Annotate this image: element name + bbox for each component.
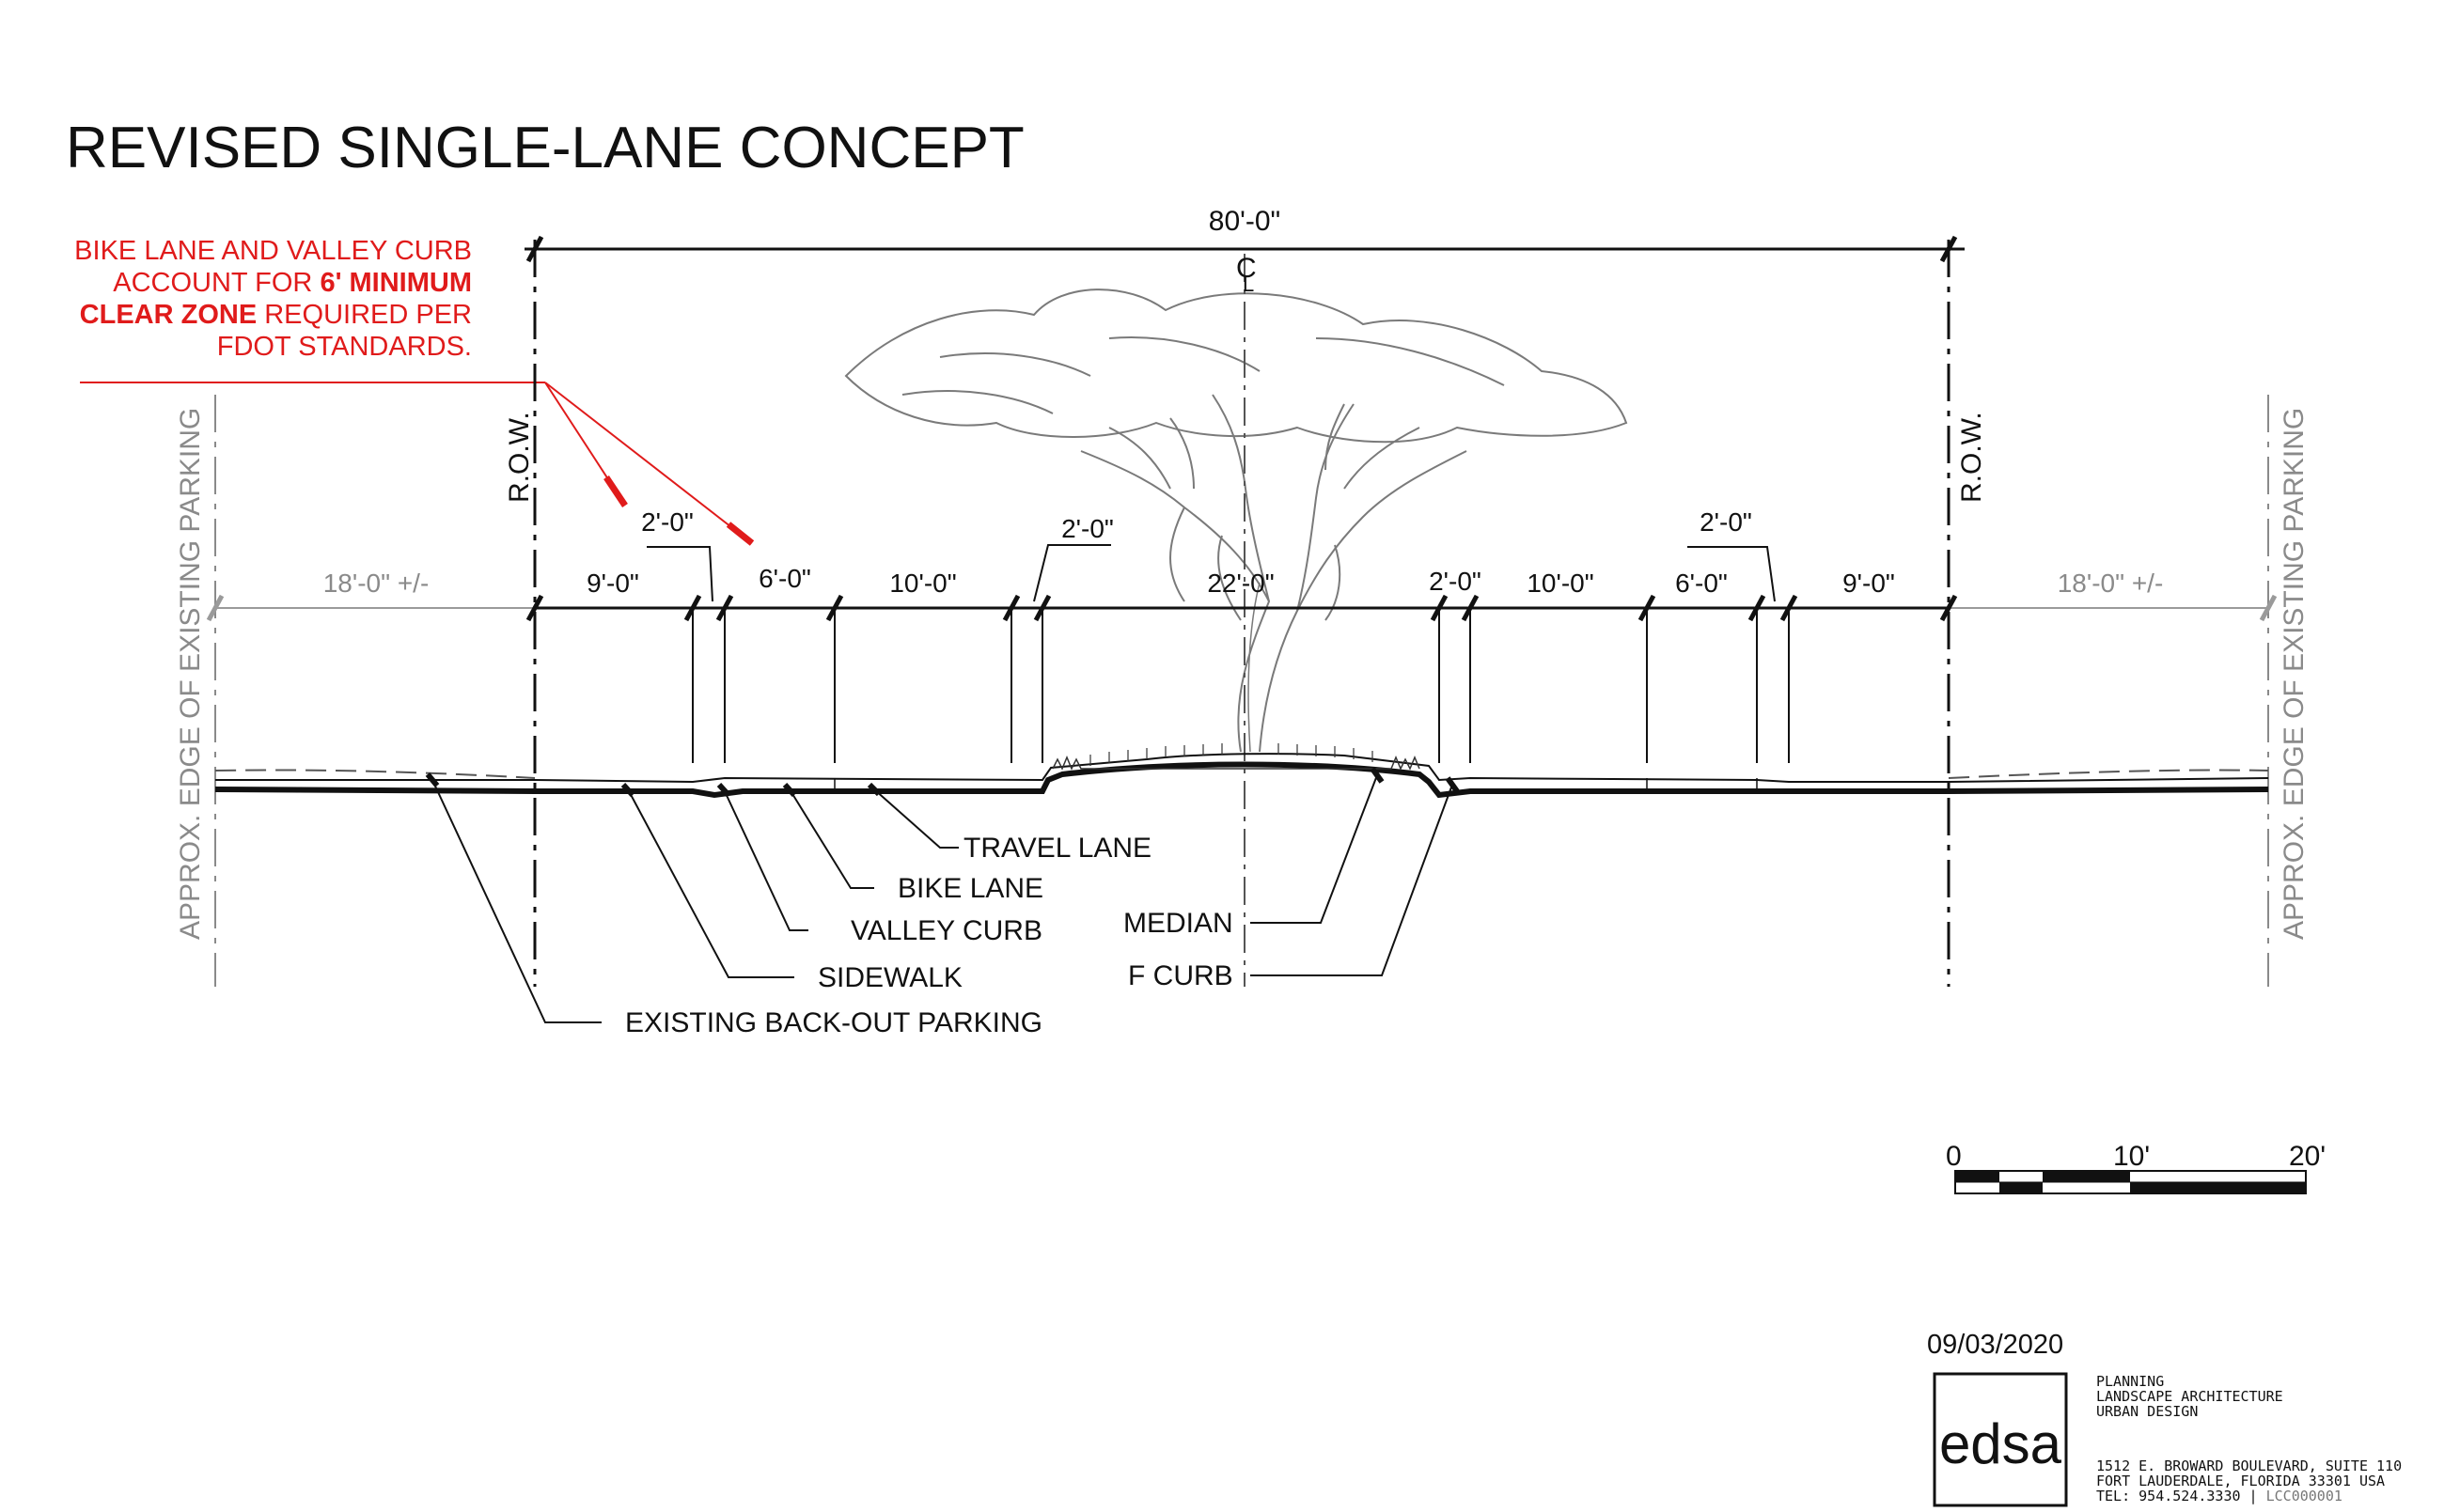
note-line-3b: REQUIRED PER	[257, 300, 472, 330]
drawing-title: REVISED SINGLE-LANE CONCEPT	[66, 116, 1025, 180]
dim-left-parking: 18'-0" +/-	[323, 569, 430, 598]
dimension-labels: 18'-0" +/- 9'-0" 2'-0" 6'-0" 10'-0" 2'-0…	[323, 507, 2164, 598]
callout-bike-lane: BIKE LANE	[898, 873, 1043, 904]
firm-service-2: LANDSCAPE ARCHITECTURE	[2096, 1388, 2283, 1405]
firm-tel: TEL: 954.524.3330	[2096, 1488, 2241, 1504]
note-line-4: FDOT STANDARDS.	[216, 332, 472, 362]
graphic-scale	[1954, 1170, 2307, 1194]
dim-right-valley: 2'-0"	[1700, 507, 1752, 537]
callout-sidewalk: SIDEWALK	[818, 962, 963, 993]
callout-f-curb: F CURB	[1128, 960, 1233, 991]
firm-service-1: PLANNING	[2096, 1373, 2164, 1390]
red-note: BIKE LANE AND VALLEY CURB ACCOUNT FOR 6'…	[38, 235, 472, 363]
centerline-l: L	[1243, 273, 1254, 296]
firm-tel-line: TEL: 954.524.3330 | LCC000001	[2096, 1488, 2342, 1504]
note-line-2b: 6' MINIMUM	[320, 268, 472, 298]
title-block: edsa PLANNING LANDSCAPE ARCHITECTURE URB…	[1933, 1372, 2402, 1507]
firm-address-1: 1512 E. BROWARD BOULEVARD, SUITE 110	[2096, 1457, 2402, 1474]
callout-median: MEDIAN	[1123, 908, 1233, 939]
road-profile	[214, 743, 2269, 799]
firm-service-3: URBAN DESIGN	[2096, 1403, 2198, 1420]
dim-right-travel: 10'-0"	[1527, 569, 1593, 598]
dim-median: 22'-0"	[1207, 569, 1274, 598]
dim-right-sidewalk: 9'-0"	[1842, 569, 1895, 598]
logo-box	[1933, 1372, 2068, 1507]
dim-left-travel: 10'-0"	[889, 569, 956, 598]
dim-left-bike: 6'-0"	[759, 564, 811, 593]
edsa-logo: edsa	[1939, 1412, 2062, 1475]
dim-right-bike: 6'-0"	[1675, 569, 1728, 598]
row-lines	[533, 240, 1950, 987]
note-leader	[80, 382, 755, 546]
callout-travel-lane: TRAVEL LANE	[964, 833, 1152, 864]
callout-valley-curb: VALLEY CURB	[851, 915, 1042, 946]
overall-dimension-label: 80'-0"	[1209, 206, 1280, 237]
callout-labels: TRAVEL LANE BIKE LANE VALLEY CURB SIDEWA…	[625, 833, 1233, 1038]
row-right-label: R.O.W.	[1956, 412, 1987, 503]
note-line-3a: CLEAR ZONE	[79, 300, 258, 330]
firm-address-2: FORT LAUDERDALE, FLORIDA 33301 USA	[2096, 1473, 2385, 1489]
note-line-2: ACCOUNT FOR 6' MINIMUM	[38, 267, 472, 299]
row-left-label: R.O.W.	[504, 412, 535, 503]
callout-leaders	[425, 767, 1460, 1023]
scale-labels: 0 10' 20'	[1946, 1141, 2326, 1172]
dimension-string	[206, 544, 2278, 763]
scale-mid: 10'	[2113, 1141, 2150, 1172]
parking-left-label: APPROX. EDGE OF EXISTING PARKING	[175, 408, 206, 940]
dim-left-curb: 2'-0"	[1061, 514, 1114, 543]
note-line-2a: ACCOUNT FOR	[113, 268, 321, 298]
dim-right-curb: 2'-0"	[1429, 567, 1481, 596]
note-line-1: BIKE LANE AND VALLEY CURB	[74, 236, 472, 266]
firm-separator: |	[2241, 1488, 2266, 1504]
firm-license: LCC000001	[2266, 1488, 2342, 1504]
note-line-3: CLEAR ZONE REQUIRED PER	[38, 299, 472, 331]
dim-left-valley: 2'-0"	[641, 507, 694, 537]
scale-end: 20'	[2289, 1141, 2326, 1172]
drawing-date: 09/03/2020	[1927, 1330, 2063, 1360]
centerline-c: C	[1236, 253, 1257, 284]
tree-illustration	[844, 288, 1628, 753]
parking-right-label: APPROX. EDGE OF EXISTING PARKING	[2279, 408, 2310, 940]
dim-right-parking: 18'-0" +/-	[2058, 569, 2164, 598]
callout-existing-parking: EXISTING BACK-OUT PARKING	[625, 1007, 1042, 1038]
scale-zero: 0	[1946, 1141, 1962, 1172]
dim-left-sidewalk: 9'-0"	[587, 569, 639, 598]
parking-edge-lines	[214, 395, 2269, 987]
